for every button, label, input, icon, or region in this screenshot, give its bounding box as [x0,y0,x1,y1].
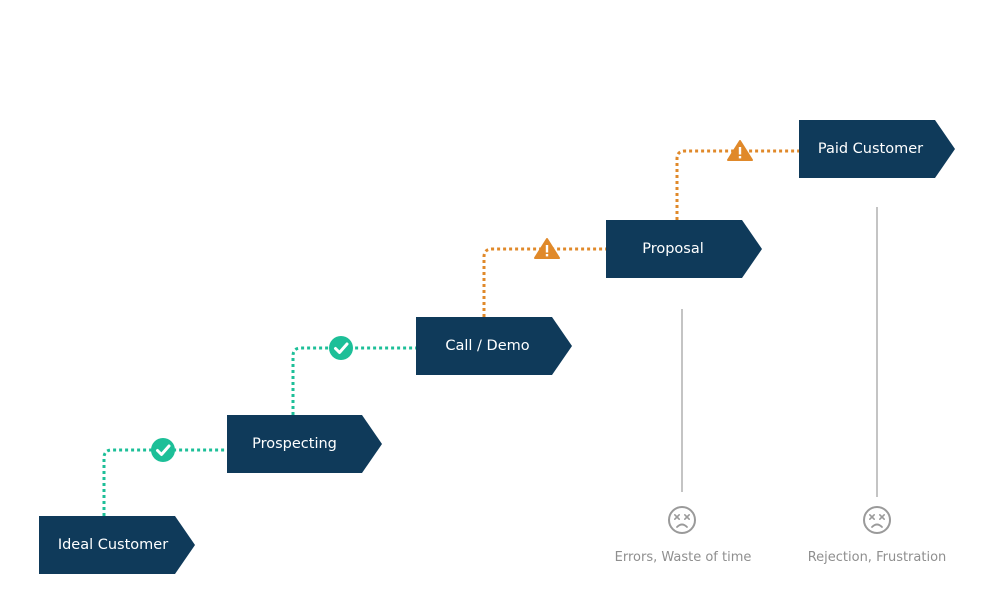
connector-prospecting-to-call-demo [291,346,416,415]
stage-label-paid-customer: Paid Customer [817,141,924,157]
connector-call-demo-to-proposal [482,247,606,317]
check-circle-icon [329,336,353,360]
stage-label-prospecting: Prospecting [252,436,337,452]
connector-proposal-to-paid-customer [675,149,799,220]
warning-triangle-icon [727,140,753,161]
stage-box-call-demo [416,317,572,375]
outcome-label-rejection: Rejection, Frustration [807,550,947,565]
stage-box-proposal [606,220,762,278]
stage-box-prospecting [227,415,382,473]
stage-label-ideal-customer: Ideal Customer [57,537,169,553]
sad-face-icon [668,506,696,534]
stage-label-call-demo: Call / Demo [445,338,530,354]
stage-box-ideal-customer [39,516,195,574]
warning-triangle-icon [534,238,560,259]
outcome-label-errors: Errors, Waste of time [614,550,752,565]
sad-face-icon [863,506,891,534]
stage-box-paid-customer [799,120,955,178]
stage-label-proposal: Proposal [642,241,704,257]
check-circle-icon [151,438,175,462]
